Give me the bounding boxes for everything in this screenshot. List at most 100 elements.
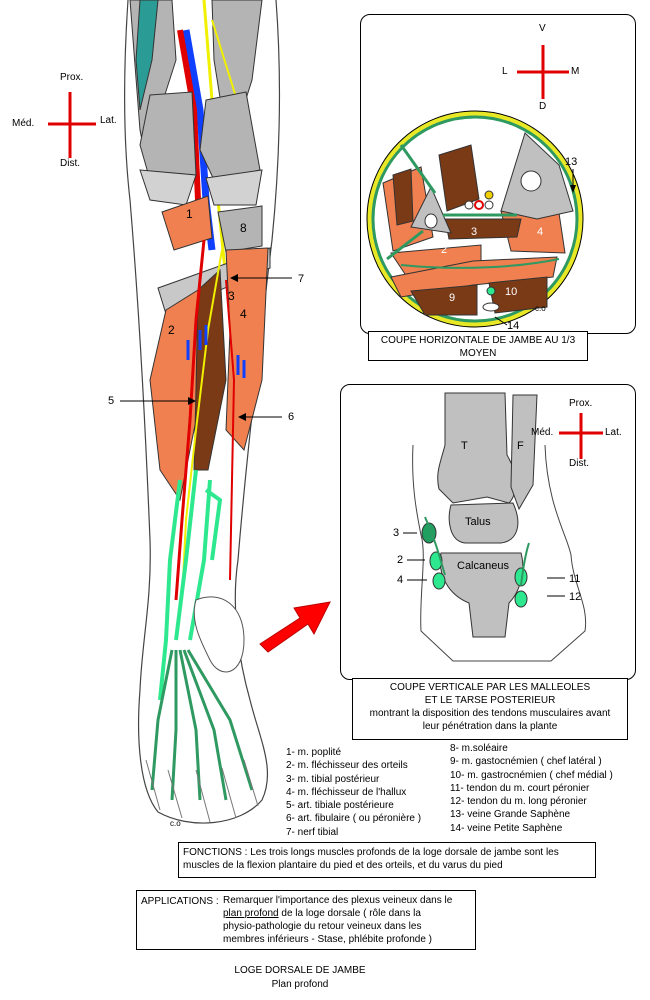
leg-dir-lat: Lat. xyxy=(100,115,117,126)
red-pointer-arrow xyxy=(259,601,331,653)
ankle-label-t: T xyxy=(461,440,468,452)
horizontal-section-illustration: 3 2 4 8 9 10 13 14 c.o xyxy=(366,45,584,332)
leg-label-8: 8 xyxy=(240,221,247,235)
callout-5: 5 xyxy=(108,395,114,407)
applications-text: Remarquer l'importance des plexus veineu… xyxy=(223,894,452,946)
popliteal-artery xyxy=(177,29,201,201)
soleus-muscle-upper xyxy=(217,205,263,253)
applications-line2-rest: de la loge dorsale ( rôle dans la xyxy=(278,908,421,919)
section-soleus xyxy=(390,256,558,298)
callout-7: 7 xyxy=(298,273,304,285)
gastrocnemius-lateral-head xyxy=(199,91,261,181)
tendons-lower xyxy=(158,469,223,701)
footer-subtitle: Plan profond xyxy=(271,979,329,990)
legend-item: 10- m. gastrocnémien ( chef médial ) xyxy=(450,769,613,781)
ankle-label-12: 12 xyxy=(569,591,581,603)
ankle-dir-prox: Prox. xyxy=(569,398,593,409)
horizontal-section-panel: 3 2 4 8 9 10 13 14 c.o V D L M xyxy=(360,14,636,334)
section-label-14: 14 xyxy=(507,320,519,332)
tibialis-posterior-muscle xyxy=(193,268,227,471)
applications-line3: physio-pathologie du retour veineux dans… xyxy=(223,921,422,932)
fonctions-line1: FONCTIONS : Les trois longs muscles prof… xyxy=(183,847,559,858)
thigh-muscle-teal xyxy=(135,0,159,111)
section-muscle-9 xyxy=(410,284,478,316)
legend-item: 3- m. tibial postérieur xyxy=(286,773,380,785)
applications-line4: membres inférieurs - Stase, phlébite pro… xyxy=(223,934,432,945)
leg-dir-prox: Prox. xyxy=(60,72,84,83)
ankle-talus xyxy=(448,502,519,544)
section-dir-l: L xyxy=(502,66,508,77)
section-dir-d: D xyxy=(539,101,547,112)
calcaneus-outline xyxy=(193,596,245,673)
gastrocnemius-medial-head xyxy=(139,91,197,181)
section-dir-m: M xyxy=(571,66,580,77)
applications-line2-underlined: plan profond xyxy=(223,908,279,919)
applications-line1: Remarquer l'importance des plexus veineu… xyxy=(223,895,453,906)
ankle-label-4: 4 xyxy=(397,574,403,586)
legend-item: 13- veine Grande Saphène xyxy=(450,809,571,821)
section-anterior-deep xyxy=(392,168,414,226)
gastrocnemius-cut-medial xyxy=(139,169,197,206)
leg-label-4: 4 xyxy=(240,307,247,321)
orientation-cross-leg: Prox. Dist. Méd. Lat. xyxy=(12,72,122,172)
ankle-label-11: 11 xyxy=(569,573,580,585)
callout-7-arrowhead xyxy=(230,274,238,282)
legend-item: 6- art. fibulaire ( ou péronière ) xyxy=(286,813,422,825)
plantar-tendons xyxy=(150,649,254,801)
legend-item: 12- tendon du m. long péronier xyxy=(450,796,587,808)
footer-title-block: LOGE DORSALE DE JAMBE Plan profond xyxy=(0,964,600,992)
ankle-section-panel: T F Talus Calcaneus 3 2 4 11 12 Prox. Di… xyxy=(340,384,636,680)
section-label-13: 13 xyxy=(565,156,577,168)
leg-label-2: 2 xyxy=(168,323,175,337)
legend-item: 11- tendon du m. court péronier xyxy=(450,782,590,794)
gastrocnemius-cut-lateral xyxy=(205,169,263,206)
section-copyright: c.o xyxy=(535,304,546,313)
legend-item: 5- art. tibiale postérieure xyxy=(286,800,394,812)
posterior-tibial-artery xyxy=(174,239,206,601)
footer-title: LOGE DORSALE DE JAMBE xyxy=(234,965,366,976)
section-caption-line2: MOYEN xyxy=(459,348,497,359)
horizontal-section-caption: COUPE HORIZONTALE DE JAMBE AU 1/3 MOYEN xyxy=(368,331,588,361)
section-fibula xyxy=(410,185,452,234)
ankle-section-illustration: T F Talus Calcaneus 3 2 4 11 12 xyxy=(393,392,603,662)
ankle-tibia xyxy=(437,392,516,504)
ankle-caption-line1: COUPE VERTICALE PAR LES MALLEOLES xyxy=(389,682,591,693)
section-muscle-3 xyxy=(444,218,522,240)
posterior-leg-illustration: 1 8 2 3 4 5 6 7 c.o xyxy=(108,0,304,828)
legend-item: 4- m. fléchisseur de l'hallux xyxy=(286,786,407,798)
venous-plexus xyxy=(186,325,246,378)
section-caption-line1: COUPE HORIZONTALE DE JAMBE AU 1/3 xyxy=(380,335,576,346)
leg-dir-med: Méd. xyxy=(12,118,35,129)
ankle-label-3: 3 xyxy=(393,527,399,539)
callout-5-arrowhead xyxy=(188,397,196,405)
legend-left: 1- m. poplité 2- m. fléchisseur des orte… xyxy=(286,746,421,839)
cross-glyph xyxy=(48,92,96,158)
applications-line2: plan profond de la loge dorsale ( rôle d… xyxy=(223,907,452,920)
ankle-section-caption: COUPE VERTICALE PAR LES MALLEOLES ET LE … xyxy=(352,678,628,740)
section-label-2: 2 xyxy=(441,244,447,256)
ankle-label-talus: Talus xyxy=(465,516,491,528)
ankle-dir-dist: Dist. xyxy=(569,458,589,469)
section-label-10: 10 xyxy=(505,286,517,298)
ankle-caption-line3: montrant la disposition des tendons musc… xyxy=(369,708,611,719)
leg-dir-dist: Dist. xyxy=(60,158,80,169)
legend-right: 8- m.soléaire 9- m. gastocnémien ( chef … xyxy=(450,742,613,835)
ankle-fibula xyxy=(510,394,538,511)
leg-label-1: 1 xyxy=(186,207,193,221)
ankle-label-calcaneus: Calcaneus xyxy=(457,560,509,572)
popliteus-muscle xyxy=(161,195,213,251)
section-arrow-14 xyxy=(494,316,508,326)
legend-item: 14- veine Petite Saphène xyxy=(450,822,563,834)
section-lateral-muscle xyxy=(438,144,480,212)
callout-6-arrowhead xyxy=(238,413,246,421)
ankle-caption-line4: leur pénétration dans la plante xyxy=(422,721,558,732)
fonctions-box: FONCTIONS : Les trois longs muscles prof… xyxy=(178,842,596,878)
fonctions-line2: muscles de la flexion plantaire du pied … xyxy=(183,860,503,871)
ankle-label-f: F xyxy=(517,440,524,452)
toes-outline xyxy=(145,759,259,823)
legend-item: 9- m. gastocnémien ( chef latéral ) xyxy=(450,756,602,768)
legend-item: 1- m. poplité xyxy=(286,747,342,758)
legend-item: 8- m.soléaire xyxy=(450,743,508,754)
ankle-label-2: 2 xyxy=(397,554,403,566)
applications-box: APPLICATIONS : Remarquer l'importance de… xyxy=(136,890,476,950)
